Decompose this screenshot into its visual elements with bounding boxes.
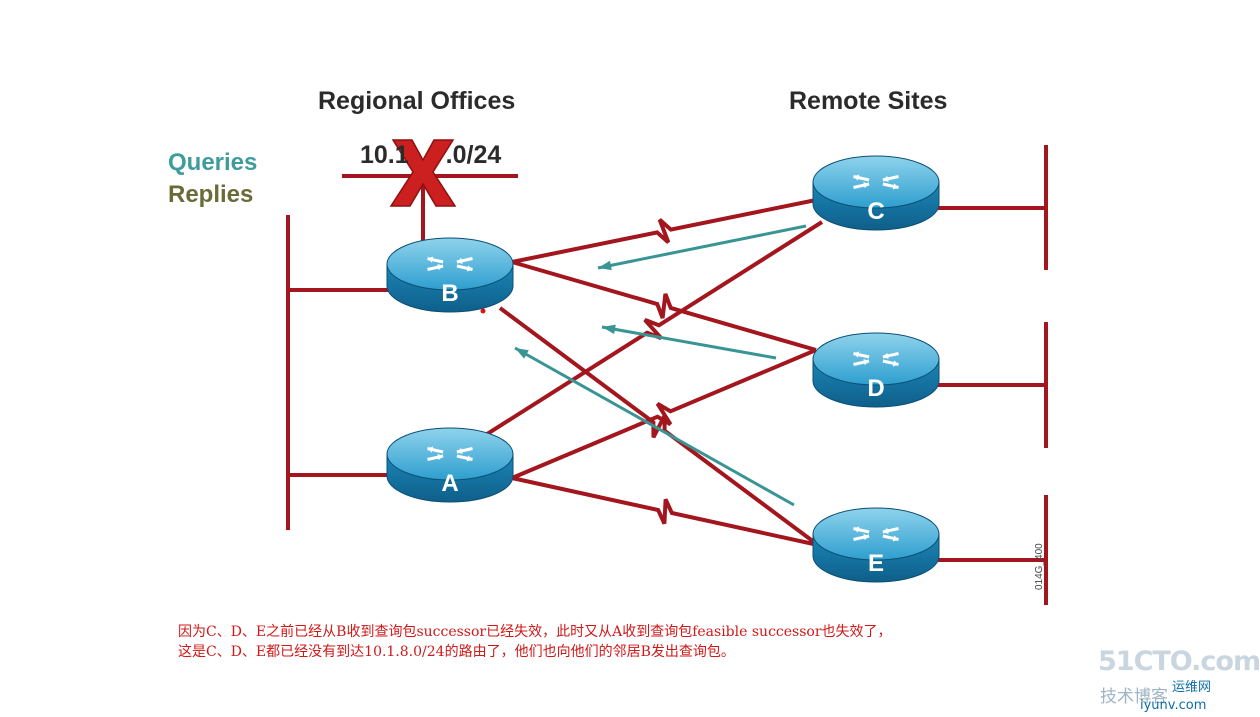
- router-b: B: [386, 237, 514, 313]
- router-top: [812, 155, 940, 209]
- router-arrow-head: [466, 265, 473, 272]
- router-top: [812, 332, 940, 386]
- watermark-text-b: 运维网: [1172, 680, 1212, 695]
- router-arrow-head: [427, 256, 434, 263]
- remote-sites-heading: Remote Sites: [789, 87, 948, 115]
- router-arrow-head: [882, 175, 889, 182]
- router-arrow-head: [882, 527, 889, 534]
- router-arrow-head: [853, 174, 860, 181]
- wan-link-a-c: [482, 220, 824, 438]
- query-arrow-d-b: [601, 325, 777, 360]
- failure-x-shape: [389, 139, 457, 207]
- failed-network-label-tail: .0/24: [445, 141, 502, 169]
- regional-offices-heading: Regional Offices: [318, 87, 516, 115]
- router-arrow-head: [863, 182, 870, 189]
- cursor-dot: [480, 308, 486, 314]
- router-arrow-head: [863, 534, 870, 541]
- router-arrow-head: [456, 257, 463, 264]
- query-arrowhead-d: [602, 324, 616, 335]
- router-arrow-head: [456, 447, 463, 454]
- router-arrow-head: [427, 446, 434, 453]
- router-label: B: [441, 280, 458, 307]
- query-arrowhead-c: [598, 260, 612, 271]
- failed-network-label: 10.1 .0/24: [360, 141, 501, 170]
- figure-code: 014G_400: [1034, 543, 1045, 590]
- router-c: C: [812, 155, 940, 231]
- router-arrow-head: [892, 183, 899, 190]
- wan-link-b-d: [511, 260, 817, 352]
- router-arrow-head: [892, 535, 899, 542]
- router-e: E: [812, 507, 940, 583]
- router-arrow-head: [882, 352, 889, 359]
- router-arrow-head: [853, 526, 860, 533]
- router-arrow-head: [466, 455, 473, 462]
- router-arrow-head: [437, 454, 444, 461]
- router-arrow-head: [863, 359, 870, 366]
- router-top: [812, 507, 940, 561]
- legend-replies: Replies: [168, 181, 254, 208]
- router-label: A: [441, 470, 458, 497]
- note-line-1: 因为C、D、E之前已经从B收到查询包successor已经失效，此时又从A收到查…: [178, 624, 892, 640]
- wan-link-b-c: [511, 198, 817, 264]
- router-a: A: [386, 427, 514, 503]
- watermark-text-a: 技术博客: [1100, 687, 1168, 707]
- note-line-2: 这是C、D、E都已经没有到达10.1.8.0/24的路由了，他们也向他们的邻居B…: [178, 644, 735, 660]
- router-top: [386, 237, 514, 291]
- wan-link-a-d: [511, 348, 817, 480]
- query-arrow-e-b: [514, 346, 795, 507]
- router-label: C: [867, 198, 884, 225]
- router-d: D: [812, 332, 940, 408]
- watermark-logo: 51CTO.com: [1098, 646, 1260, 677]
- failure-x-mark: [389, 139, 457, 207]
- watermark-text-c: iyunv.com: [1140, 698, 1207, 713]
- router-arrow-head: [437, 264, 444, 271]
- wan-link-a-e: [511, 476, 819, 547]
- router-label: E: [868, 550, 884, 577]
- router-arrow-head: [853, 351, 860, 358]
- router-arrow-head: [892, 360, 899, 367]
- query-arrow-c-b: [597, 224, 807, 270]
- router-label: D: [867, 375, 884, 402]
- router-top: [386, 427, 514, 481]
- query-arrowhead-e: [515, 348, 529, 359]
- legend-queries: Queries: [168, 149, 258, 176]
- failed-network-label-head: 10.1: [360, 141, 409, 169]
- wan-link-b-e: [498, 306, 820, 547]
